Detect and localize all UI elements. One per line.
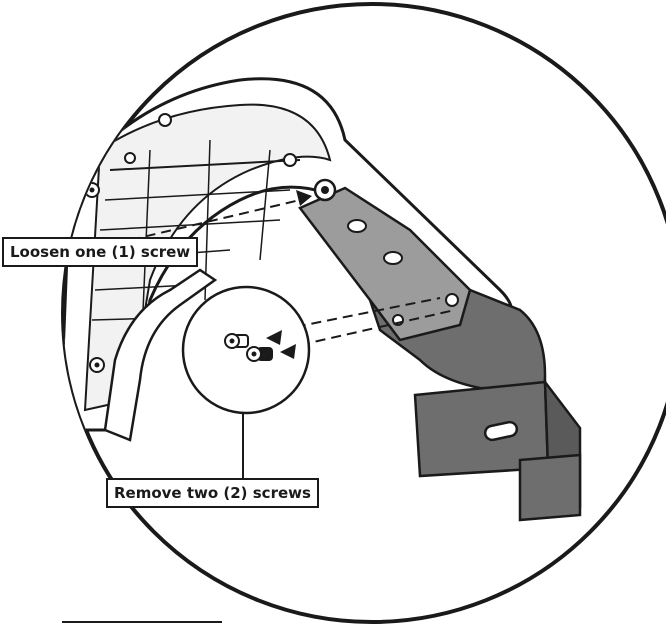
loosen-screw-callout: Loosen one (1) screw <box>2 237 199 267</box>
screw-detail-circle <box>181 285 311 415</box>
plate-screw-hole <box>445 293 459 307</box>
remove-leader-line-upper <box>279 297 441 331</box>
removed-screw-icon <box>246 346 273 362</box>
upper-screw <box>313 178 337 202</box>
bracket-slot <box>483 420 519 442</box>
remove-leader-line-lower <box>299 309 456 346</box>
remove-arrow-icon <box>280 344 296 359</box>
mounting-plate <box>298 186 472 342</box>
remove-arrow-icon <box>266 330 282 345</box>
removed-screw-icon <box>224 333 249 349</box>
remove-screws-callout: Remove two (2) screws <box>106 478 319 508</box>
device-housing <box>63 77 513 442</box>
loosen-leader-line <box>129 199 301 241</box>
loosen-arrow-icon <box>296 190 312 206</box>
